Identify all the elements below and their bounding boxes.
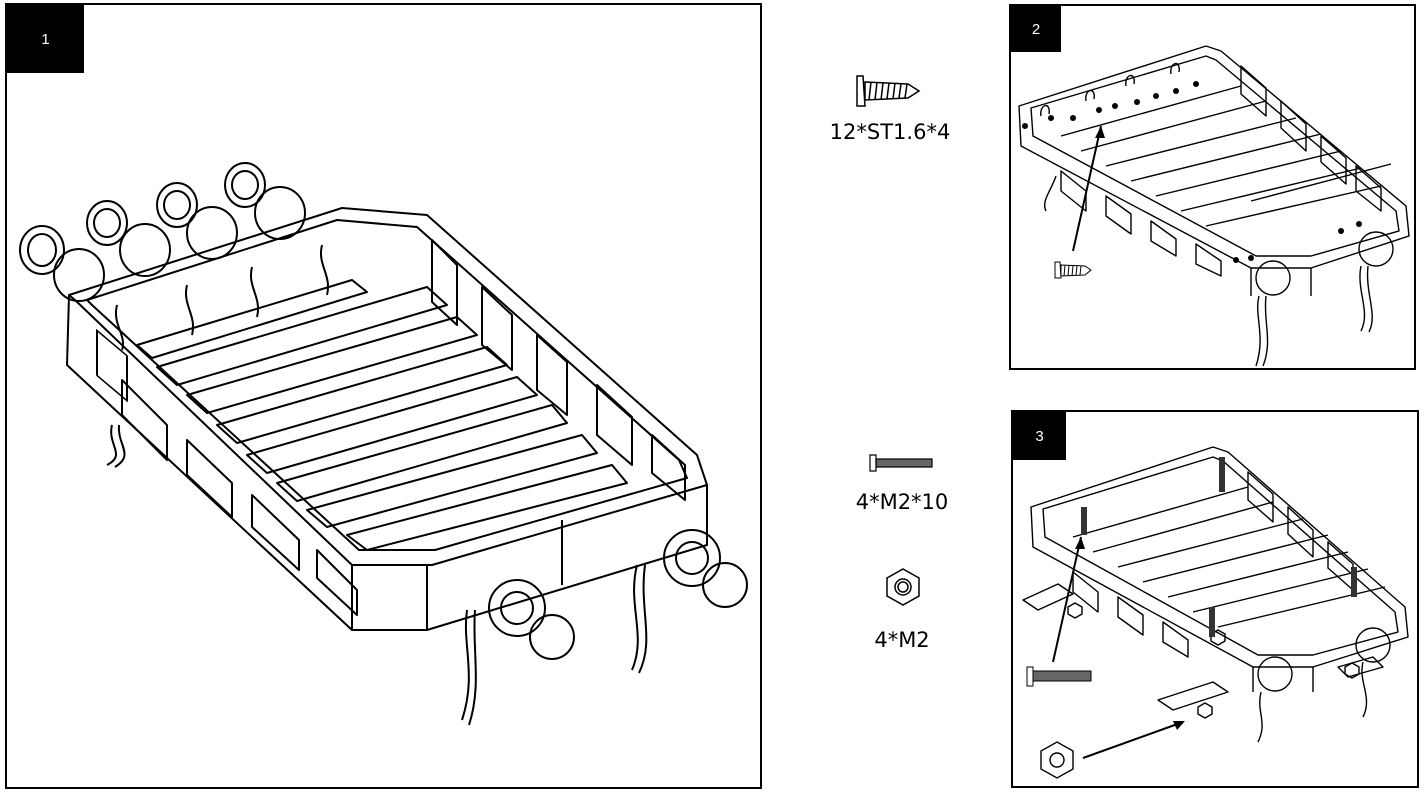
step-3-number: 3 [1035,427,1044,445]
hex-nut-quantity: 4*M2 [874,628,930,652]
step-3-screw-callout [1026,666,1092,687]
rack-frame-top [68,207,708,566]
step-2-panel: 2 [1009,4,1416,370]
hex-nut-icon [886,568,920,606]
step-2-screw-callout [1054,261,1092,279]
step-2-illustration [1018,45,1410,367]
step-3-illustration [1022,446,1409,779]
rack-frame-side-front [352,485,708,631]
step-2-number: 2 [1031,20,1041,38]
step-3-badge: 3 [1013,412,1066,460]
step-3-panel: 3 [1011,410,1419,788]
step-2-arrow [1072,125,1102,252]
step-1-number: 1 [41,30,50,48]
tapping-screw-icon [856,75,921,107]
step-3-nut-arrow [1082,721,1184,759]
rack-frame-side-left [66,294,353,631]
step-2-badge: 2 [1011,6,1061,52]
step-3-nut-callout [1040,741,1074,779]
machine-screw-quantity: 4*M2*10 [855,490,949,514]
tapping-screw-quantity: 12*ST1.6*4 [829,120,951,144]
machine-screw-icon [869,454,933,472]
step-3-screw-arrow [1052,536,1082,663]
step-1-panel: 1 [5,3,762,789]
step-1-illustration [19,162,748,726]
step-1-badge: 1 [7,5,84,73]
